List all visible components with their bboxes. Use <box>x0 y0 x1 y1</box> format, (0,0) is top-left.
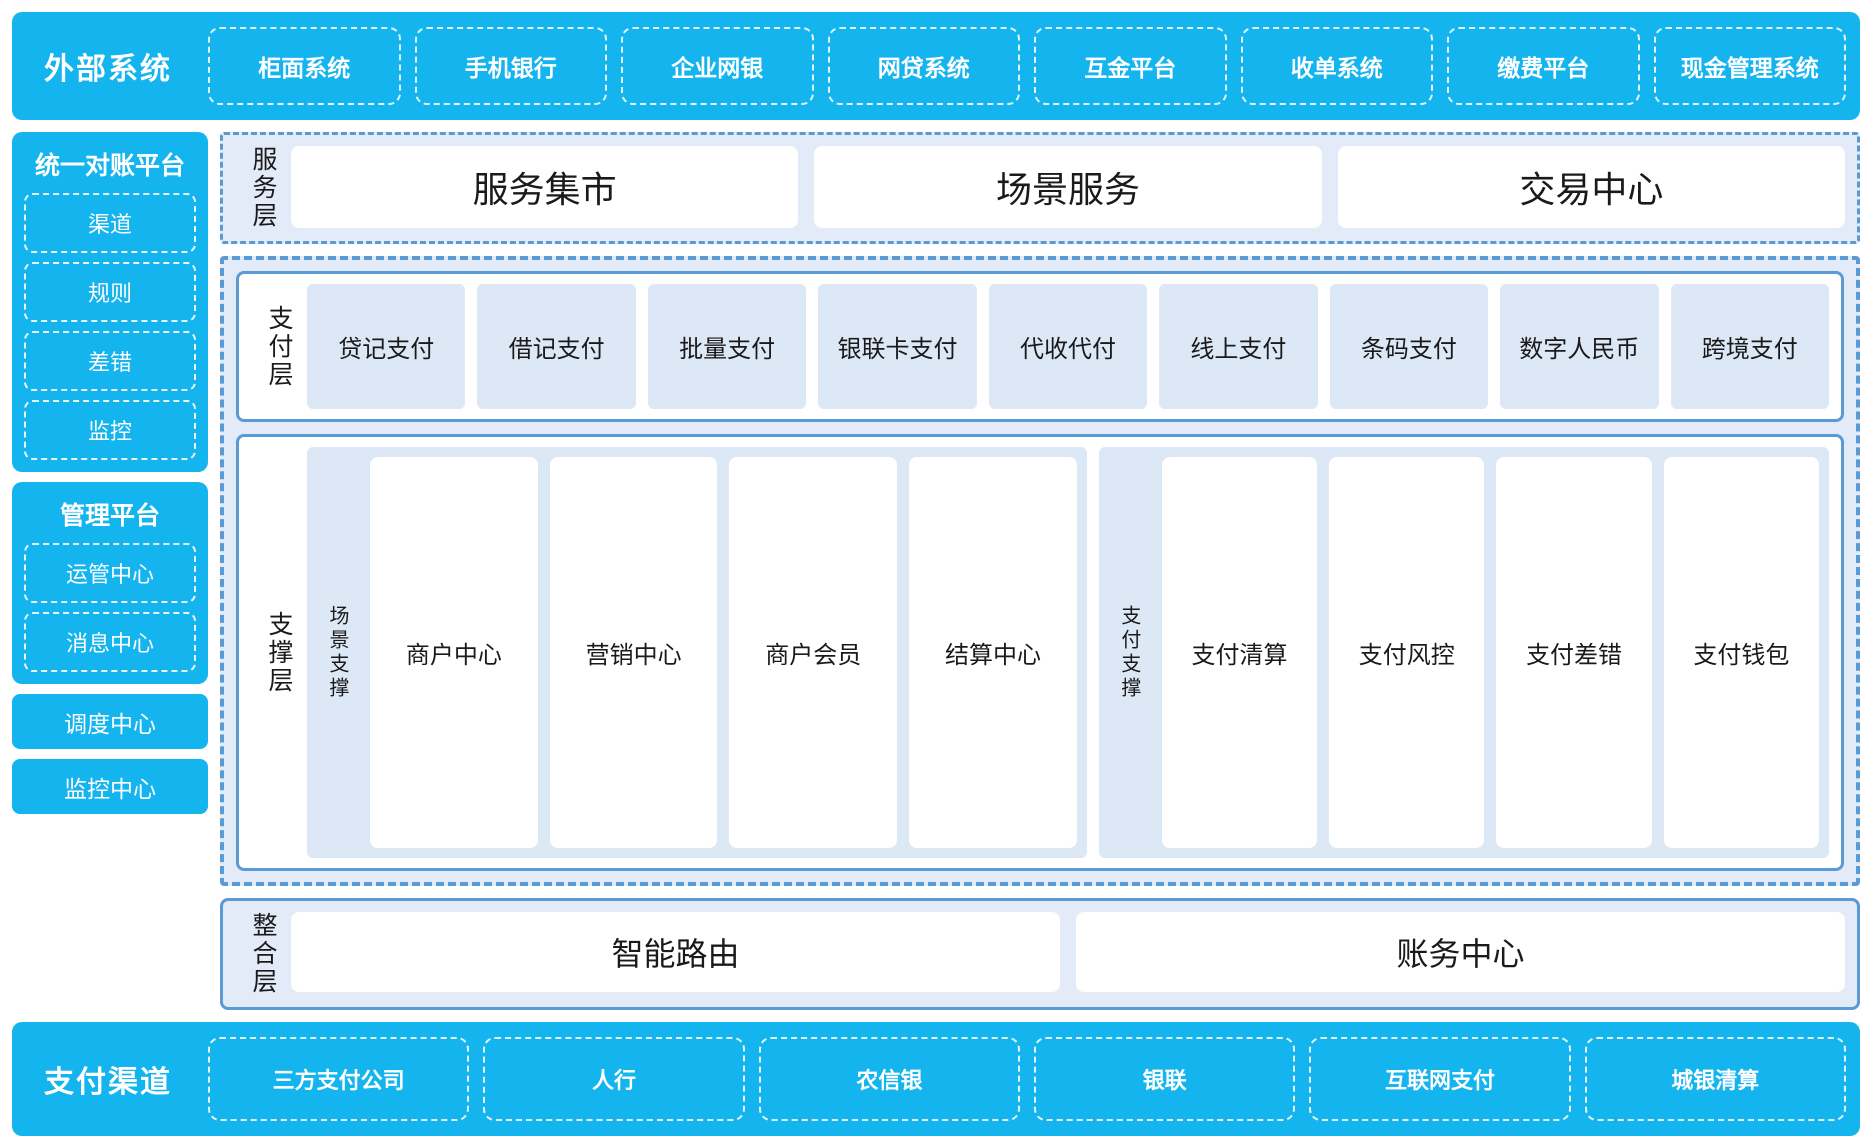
payment-channel-item[interactable]: 城银清算 <box>1584 1037 1846 1121</box>
sidebar-item-monitoring-center[interactable]: 监控中心 <box>12 759 208 814</box>
service-card-marketplace[interactable]: 服务集市 <box>291 146 799 228</box>
sidebar-item-monitor[interactable]: 监控 <box>24 400 196 460</box>
support-group-scenario: 场景支撑 商户中心 营销中心 商户会员 结算中心 <box>307 447 1087 858</box>
sidebar-item-channel[interactable]: 渠道 <box>24 193 196 253</box>
sidebar-item-error[interactable]: 差错 <box>24 331 196 391</box>
left-sidebar: 统一对账平台 渠道 规则 差错 监控 管理平台 运管中心 消息中心 调度中心 监… <box>12 132 208 1010</box>
payment-cell-debit[interactable]: 借记支付 <box>477 284 636 409</box>
external-system-item[interactable]: 互金平台 <box>1034 27 1227 105</box>
external-system-item[interactable]: 柜面系统 <box>208 27 401 105</box>
sidebar-spacer <box>12 824 208 1010</box>
support-layer-label: 支撑层 <box>265 610 293 695</box>
external-systems-list: 柜面系统 手机银行 企业网银 网贷系统 互金平台 收单系统 缴费平台 现金管理系… <box>208 27 1846 105</box>
support-scenario-cells: 商户中心 营销中心 商户会员 结算中心 <box>370 457 1077 848</box>
external-system-item[interactable]: 现金管理系统 <box>1653 27 1846 105</box>
payment-cell-batch[interactable]: 批量支付 <box>647 284 807 409</box>
support-sublabel-scenario: 场景支撑 <box>326 604 348 701</box>
support-cell-merchant-member[interactable]: 商户会员 <box>729 457 898 848</box>
core-layers-group: 支付层 贷记支付 借记支付 批量支付 银联卡支付 代收代付 线上支付 条码支付 … <box>220 256 1860 886</box>
payment-cell-collection[interactable]: 代收代付 <box>988 284 1148 409</box>
middle-region: 统一对账平台 渠道 规则 差错 监控 管理平台 运管中心 消息中心 调度中心 监… <box>12 132 1860 1010</box>
support-cell-payment-riskcontrol[interactable]: 支付风控 <box>1329 457 1485 848</box>
integration-layer-cards: 智能路由 账务中心 <box>291 912 1845 996</box>
payment-cell-unionpay[interactable]: 银联卡支付 <box>818 284 977 409</box>
layers-stack: 服务层 服务集市 场景服务 交易中心 支付层 贷记支付 借记支付 批量支付 银联… <box>220 132 1860 1010</box>
payment-cell-online[interactable]: 线上支付 <box>1159 284 1318 409</box>
support-group-payment: 支付支撑 支付清算 支付风控 支付差错 支付钱包 <box>1098 447 1829 858</box>
external-systems-title: 外部系统 <box>44 53 172 86</box>
payment-channel-item[interactable]: 三方支付公司 <box>208 1037 470 1121</box>
support-layer-panel: 支撑层 场景支撑 商户中心 营销中心 商户会员 结算中心 <box>236 434 1844 871</box>
sidebar-item-scheduling-center[interactable]: 调度中心 <box>12 694 208 749</box>
support-sublabel-payment: 支付支撑 <box>1117 604 1140 701</box>
payment-layer-panel: 支付层 贷记支付 借记支付 批量支付 银联卡支付 代收代付 线上支付 条码支付 … <box>236 271 1844 422</box>
sidebar-item-rule[interactable]: 规则 <box>24 262 196 322</box>
payment-cell-crossborder[interactable]: 跨境支付 <box>1670 284 1829 409</box>
integration-layer-label: 整合层 <box>249 912 277 996</box>
sidebar-item-operations-center[interactable]: 运管中心 <box>24 543 196 603</box>
payment-channel-item[interactable]: 互联网支付 <box>1309 1037 1571 1121</box>
reconciliation-platform-title: 统一对账平台 <box>34 152 185 180</box>
external-system-item[interactable]: 缴费平台 <box>1447 27 1640 105</box>
external-systems-bar: 外部系统 柜面系统 手机银行 企业网银 网贷系统 互金平台 收单系统 缴费平台 … <box>12 12 1860 120</box>
payment-channels-list: 三方支付公司 人行 农信银 银联 互联网支付 城银清算 <box>208 1037 1846 1121</box>
service-card-transaction[interactable]: 交易中心 <box>1337 146 1845 228</box>
service-layer-group: 服务层 服务集市 场景服务 交易中心 <box>220 132 1860 244</box>
external-system-item[interactable]: 企业网银 <box>621 27 814 105</box>
integration-card-smart-routing[interactable]: 智能路由 <box>291 912 1060 992</box>
support-cell-payment-error[interactable]: 支付差错 <box>1496 457 1652 848</box>
sidebar-item-message-center[interactable]: 消息中心 <box>24 612 196 672</box>
external-system-item[interactable]: 收单系统 <box>1240 27 1433 105</box>
support-cell-payment-wallet[interactable]: 支付钱包 <box>1663 457 1819 848</box>
integration-card-accounting-center[interactable]: 账务中心 <box>1076 912 1845 992</box>
payment-channel-item[interactable]: 农信银 <box>758 1037 1020 1121</box>
external-system-item[interactable]: 手机银行 <box>414 27 607 105</box>
payment-cell-digital-rmb[interactable]: 数字人民币 <box>1500 284 1659 409</box>
support-cell-merchant-center[interactable]: 商户中心 <box>370 457 538 848</box>
service-layer-label: 服务层 <box>249 146 277 230</box>
payment-cell-barcode[interactable]: 条码支付 <box>1329 284 1489 409</box>
reconciliation-platform-card: 统一对账平台 渠道 规则 差错 监控 <box>12 132 208 472</box>
payment-cell-credit[interactable]: 贷记支付 <box>307 284 466 409</box>
service-layer-cards: 服务集市 场景服务 交易中心 <box>291 146 1845 230</box>
support-cell-payment-clearing[interactable]: 支付清算 <box>1161 457 1318 848</box>
support-cell-marketing-center[interactable]: 营销中心 <box>549 457 718 848</box>
service-card-scenario[interactable]: 场景服务 <box>814 146 1322 228</box>
management-platform-title: 管理平台 <box>59 502 160 530</box>
support-payment-cells: 支付清算 支付风控 支付差错 支付钱包 <box>1161 457 1819 848</box>
payment-layer-label: 支付层 <box>265 304 293 389</box>
support-layer-groups: 场景支撑 商户中心 营销中心 商户会员 结算中心 支付支撑 支付清算 <box>307 447 1829 858</box>
payment-channels-title: 支付渠道 <box>44 1066 172 1099</box>
management-platform-card: 管理平台 运管中心 消息中心 <box>12 482 208 684</box>
payment-channel-item[interactable]: 银联 <box>1033 1037 1296 1121</box>
external-system-item[interactable]: 网贷系统 <box>827 27 1020 105</box>
support-cell-settlement-center[interactable]: 结算中心 <box>909 457 1077 848</box>
payment-channels-bar: 支付渠道 三方支付公司 人行 农信银 银联 互联网支付 城银清算 <box>12 1022 1860 1136</box>
payment-channel-item[interactable]: 人行 <box>483 1037 745 1121</box>
integration-layer-panel: 整合层 智能路由 账务中心 <box>220 898 1860 1010</box>
payment-layer-cells: 贷记支付 借记支付 批量支付 银联卡支付 代收代付 线上支付 条码支付 数字人民… <box>307 284 1829 409</box>
